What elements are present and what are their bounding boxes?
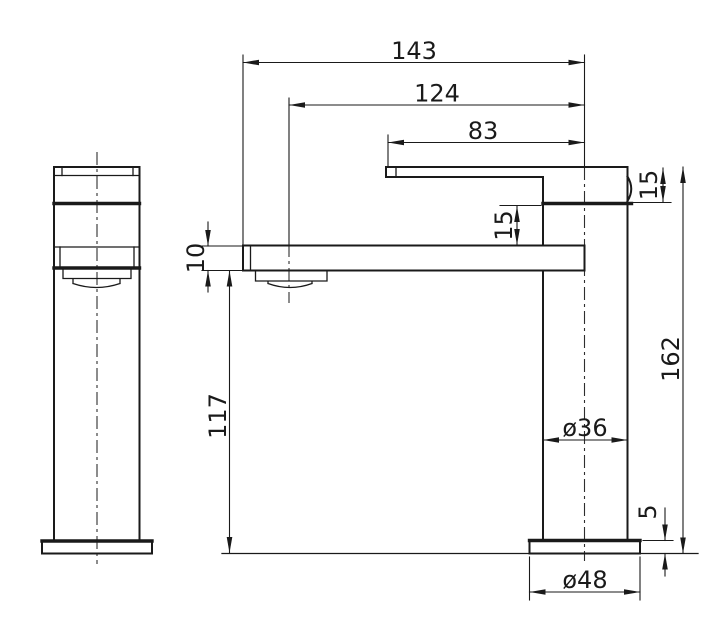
dim-label-15-handle: 15 xyxy=(635,170,663,201)
dim-143-overall-reach: 143 xyxy=(242,37,586,246)
arrowhead xyxy=(680,167,686,183)
handle-pivot-arc xyxy=(626,175,633,203)
dim-162-total-height: 162 xyxy=(657,166,686,555)
arrowhead xyxy=(568,139,585,146)
dim-83-handle-length: 83 xyxy=(387,117,586,167)
dim-117-outlet-height: 117 xyxy=(204,269,233,554)
arrowhead xyxy=(660,186,666,202)
dim-5-base-height: 5 xyxy=(634,504,674,577)
arrowhead xyxy=(205,230,211,246)
arrowhead xyxy=(226,537,233,553)
dim-label-124: 124 xyxy=(414,80,460,108)
arrowhead xyxy=(514,229,520,245)
arrowhead xyxy=(243,59,259,66)
dim-label-162: 162 xyxy=(657,336,685,382)
front-aerator xyxy=(254,269,328,289)
dim-dia48-base: ø48 xyxy=(528,556,641,601)
dim-label-143: 143 xyxy=(391,37,437,65)
arrowhead xyxy=(543,437,559,443)
arrowhead xyxy=(680,537,686,554)
dim-label-dia48: ø48 xyxy=(562,566,607,594)
front-view xyxy=(221,54,699,561)
dim-label-117: 117 xyxy=(204,393,232,439)
dim-dia36-body: ø36 xyxy=(542,414,629,443)
arrowhead xyxy=(514,206,520,222)
arrowhead xyxy=(568,102,585,108)
side-view xyxy=(40,152,154,564)
dim-label-10: 10 xyxy=(182,243,210,274)
arrowhead xyxy=(388,139,404,146)
dimensions: 143 124 83 15 15 xyxy=(182,37,686,601)
arrowhead xyxy=(624,589,640,595)
arrowhead xyxy=(611,437,628,443)
dim-124-outlet-reach: 124 xyxy=(288,80,586,108)
dim-label-dia36: ø36 xyxy=(562,414,607,442)
dim-15-handle-height: 15 xyxy=(628,167,672,204)
arrowhead xyxy=(660,168,666,184)
arrowhead xyxy=(529,589,546,595)
dim-label-5: 5 xyxy=(634,504,662,519)
dim-label-83: 83 xyxy=(468,117,499,145)
arrowhead xyxy=(226,270,233,287)
arrowhead xyxy=(289,102,305,108)
side-aerator xyxy=(62,267,132,289)
arrowhead xyxy=(205,270,211,287)
dim-10-spout-thickness: 10 xyxy=(182,221,243,293)
arrowhead xyxy=(662,553,668,570)
dim-15-neck-height: 15 xyxy=(490,204,542,246)
dim-label-15-neck: 15 xyxy=(490,210,518,241)
arrowhead xyxy=(662,524,668,541)
arrowhead xyxy=(568,59,585,66)
